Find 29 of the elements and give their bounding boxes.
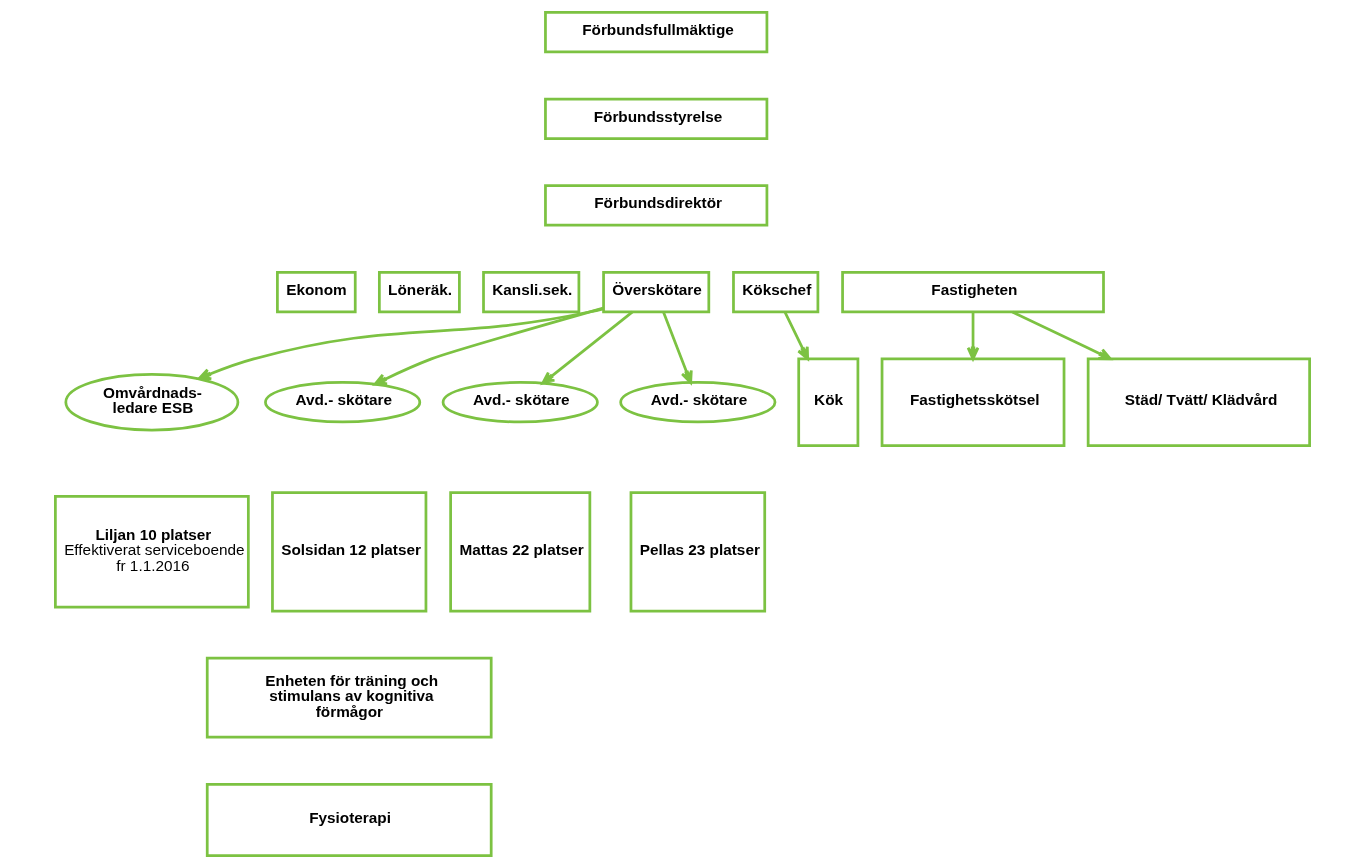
node-box: Kök — [796, 357, 859, 447]
node-box: Pellas 23 platser — [629, 491, 766, 613]
arrow — [373, 306, 604, 386]
node-box: Fastighetsskötsel — [880, 357, 1065, 447]
node-box: Mattas 22 platser — [448, 491, 591, 613]
arrow — [197, 307, 604, 381]
node-box: Förbundsfullmäktige — [543, 11, 768, 54]
arrow — [661, 311, 693, 384]
node-ellipse: Avd.- skötare — [263, 381, 421, 424]
node-box: Fysioterapi — [205, 782, 493, 857]
node-ellipse: Avd.- skötare — [441, 381, 599, 424]
node-box: Enheten för träning och stimulans av kognitiva förmågor — [205, 656, 493, 739]
node-box: Städ/ Tvätt/ Klädvård — [1086, 357, 1311, 447]
node-box: Kökschef — [731, 270, 819, 314]
node-ellipse: Omvårdnads- ledare ESB — [63, 373, 239, 432]
arrow — [966, 311, 979, 361]
arrow — [540, 310, 633, 385]
node-box: Liljan 10 platser Effektiverat serviceboende fr 1.1.2016 — [53, 495, 250, 609]
node-box: Löneräk. — [377, 270, 461, 314]
node-box: Överskötare — [601, 270, 710, 314]
node-box: Kansli.sek. — [481, 270, 580, 314]
node-box: Förbundsstyrelse — [543, 97, 768, 140]
node-ellipse: Avd.- skötare — [618, 381, 776, 424]
arrow — [1011, 310, 1112, 361]
node-box: Förbundsdirektör — [543, 184, 768, 227]
arrow — [783, 311, 809, 361]
node-box: Ekonom — [275, 270, 357, 314]
node-box: Fastigheten — [840, 270, 1105, 314]
node-box: Solsidan 12 platser — [270, 491, 427, 613]
